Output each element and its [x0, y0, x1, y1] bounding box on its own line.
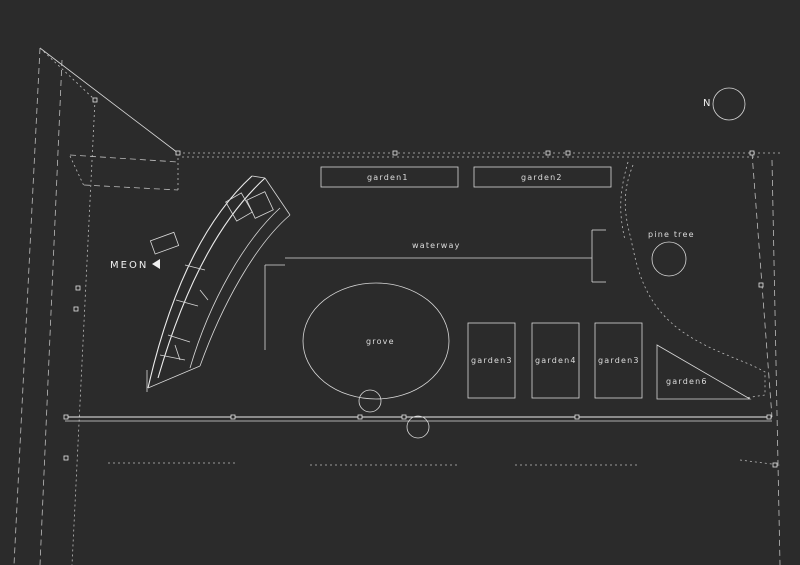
- bottom-boundary: [65, 416, 772, 466]
- pine-tree-label: pine tree: [648, 230, 695, 239]
- waterway-label: waterway: [412, 241, 461, 250]
- top-boundary: [178, 152, 780, 158]
- garden2-bed: [473, 166, 612, 188]
- garden4-label: garden4: [535, 356, 577, 365]
- garden4-bed: [531, 322, 580, 399]
- garden2-label: garden2: [521, 173, 563, 182]
- garden5-label: garden3: [598, 356, 640, 365]
- pine-tree-area: [620, 161, 766, 399]
- garden3-bed: [467, 322, 516, 399]
- meon-label: MEON: [110, 260, 148, 271]
- grove-area: [302, 282, 450, 400]
- garden1-label: garden1: [367, 173, 409, 182]
- grove-label: grove: [366, 337, 395, 346]
- garden1-bed: [320, 166, 459, 188]
- north-label: N: [703, 98, 712, 109]
- garden3-label: garden3: [471, 356, 513, 365]
- left-boundary-lines: [13, 47, 179, 565]
- waterway: [264, 229, 606, 350]
- top-left-parcel: [69, 153, 179, 192]
- grove-tree-small: [358, 389, 382, 413]
- meon-arrow-icon: [152, 259, 160, 269]
- garden6-label: garden6: [666, 377, 708, 386]
- garden5-bed: [594, 322, 643, 399]
- right-boundary: [739, 152, 781, 565]
- meon-building: [146, 175, 291, 392]
- garden6-bed: [656, 344, 752, 400]
- north-circle: [712, 87, 746, 121]
- bottom-tree: [406, 415, 430, 439]
- survey-nodes: [63, 97, 778, 468]
